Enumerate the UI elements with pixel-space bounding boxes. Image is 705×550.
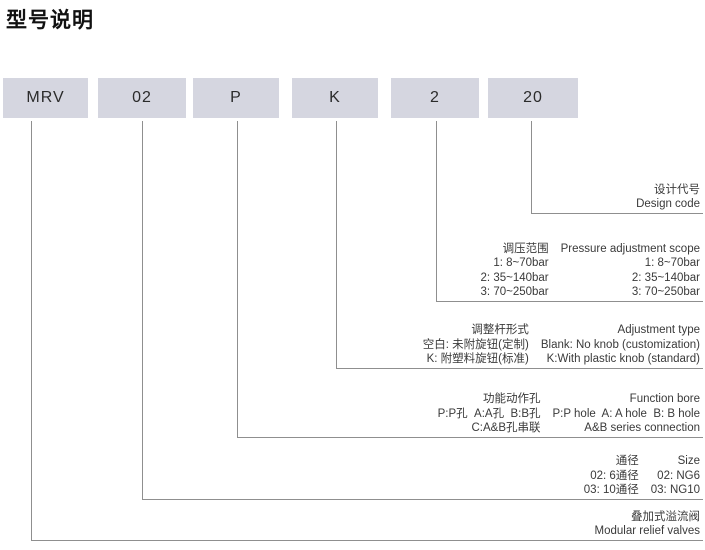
legend-option: 03: NG10: [650, 484, 700, 497]
legend-option: 03: 10通径: [583, 484, 639, 497]
legend-option: 2: 35~140bar: [631, 271, 700, 284]
legend-header-en: Pressure adjustment scope: [560, 242, 700, 255]
model-code-box-function-bore: P: [193, 78, 279, 118]
legend-option: 2: 35~140bar: [480, 271, 549, 284]
connector-vertical-adjustment-type: [336, 121, 337, 368]
model-code-box-pressure-scope: 2: [391, 78, 479, 118]
connector-vertical-design-code: [531, 121, 532, 213]
legend-valve-type: 叠加式溢流阀 Modular relief valves: [595, 510, 700, 539]
legend-header-en: Adjustment type: [617, 324, 700, 337]
connector-horizontal-function-bore: [237, 437, 703, 438]
legend-column-cn: 通径 02: 6通径 03: 10通径: [584, 454, 639, 498]
legend-design-code-text: 设计代号 Design code: [636, 183, 700, 212]
legend-option: 1: 8~70bar: [644, 257, 700, 270]
connector-horizontal-size: [142, 499, 703, 500]
legend-option: 3: 70~250bar: [631, 286, 700, 299]
connector-horizontal-valve-type: [31, 540, 703, 541]
legend-header-en: Function bore: [629, 393, 700, 406]
legend-valve-type-text: 叠加式溢流阀 Modular relief valves: [595, 510, 700, 539]
legend-adjustment-type: 调整杆形式 空白: 未附旋钮(定制) K: 附塑料旋钮(标准) Adjustme…: [423, 323, 700, 367]
connector-horizontal-pressure-scope: [436, 301, 703, 302]
legend-option: 02: NG6: [657, 469, 700, 482]
model-code-box-mrv: MRV: [3, 78, 88, 118]
legend-option: K: 附塑料旋钮(标准): [426, 353, 529, 366]
connector-horizontal-adjustment-type: [336, 368, 703, 369]
legend-column-en: Size 02: NG6 03: NG10: [651, 454, 700, 498]
legend-column-cn: 调整杆形式 空白: 未附旋钮(定制) K: 附塑料旋钮(标准): [423, 323, 529, 367]
legend-option: P:P孔 A:A孔 B:B孔: [437, 407, 541, 420]
legend-column-en: Pressure adjustment scope 1: 8~70bar 2: …: [561, 242, 700, 300]
legend-option: 1: 8~70bar: [493, 257, 549, 270]
legend-option: 3: 70~250bar: [480, 286, 549, 299]
legend-column-cn: 调压范围 1: 8~70bar 2: 35~140bar 3: 70~250ba…: [481, 242, 549, 300]
legend-header-cn: 调整杆形式: [471, 324, 529, 337]
legend-header-cn: 功能动作孔: [483, 393, 541, 406]
connector-horizontal-design-code: [531, 213, 703, 214]
connector-vertical-function-bore: [237, 121, 238, 437]
legend-column-en: Function bore P:P hole A: A hole B: B ho…: [553, 392, 700, 436]
legend-function-bore: 功能动作孔 P:P孔 A:A孔 B:B孔 C:A&B孔串联 Function b…: [438, 392, 700, 436]
legend-label-cn: 叠加式溢流阀: [631, 510, 700, 523]
legend-option: Blank: No knob (customization): [540, 338, 700, 351]
legend-option: A&B series connection: [584, 422, 700, 435]
connector-vertical-pressure-scope: [436, 121, 437, 301]
legend-option: 02: 6通径: [590, 469, 639, 482]
connector-vertical-mrv: [31, 121, 32, 540]
legend-size: 通径 02: 6通径 03: 10通径 Size 02: NG6 03: NG1…: [584, 454, 700, 498]
legend-option: C:A&B孔串联: [471, 422, 541, 435]
legend-header-en: Size: [677, 455, 700, 468]
model-code-box-size: 02: [98, 78, 186, 118]
legend-header-cn: 调压范围: [502, 242, 549, 255]
legend-pressure-adjustment-scope: 调压范围 1: 8~70bar 2: 35~140bar 3: 70~250ba…: [481, 242, 700, 300]
page-title: 型号说明: [6, 9, 94, 32]
connector-vertical-size: [142, 121, 143, 499]
model-code-box-adjustment-type: K: [292, 78, 378, 118]
legend-header-cn: 通径: [615, 455, 639, 468]
legend-label-cn: 设计代号: [654, 183, 700, 196]
legend-option: K:With plastic knob (standard): [546, 353, 700, 366]
legend-design-code: 设计代号 Design code: [636, 183, 700, 212]
legend-option: 空白: 未附旋钮(定制): [422, 338, 529, 351]
legend-column-en: Adjustment type Blank: No knob (customiz…: [541, 323, 700, 367]
legend-column-cn: 功能动作孔 P:P孔 A:A孔 B:B孔 C:A&B孔串联: [438, 392, 541, 436]
model-code-box-design-code: 20: [488, 78, 578, 118]
legend-option: P:P hole A: A hole B: B hole: [552, 407, 700, 420]
legend-label-en: Modular relief valves: [594, 525, 700, 538]
legend-label-en: Design code: [636, 198, 700, 211]
